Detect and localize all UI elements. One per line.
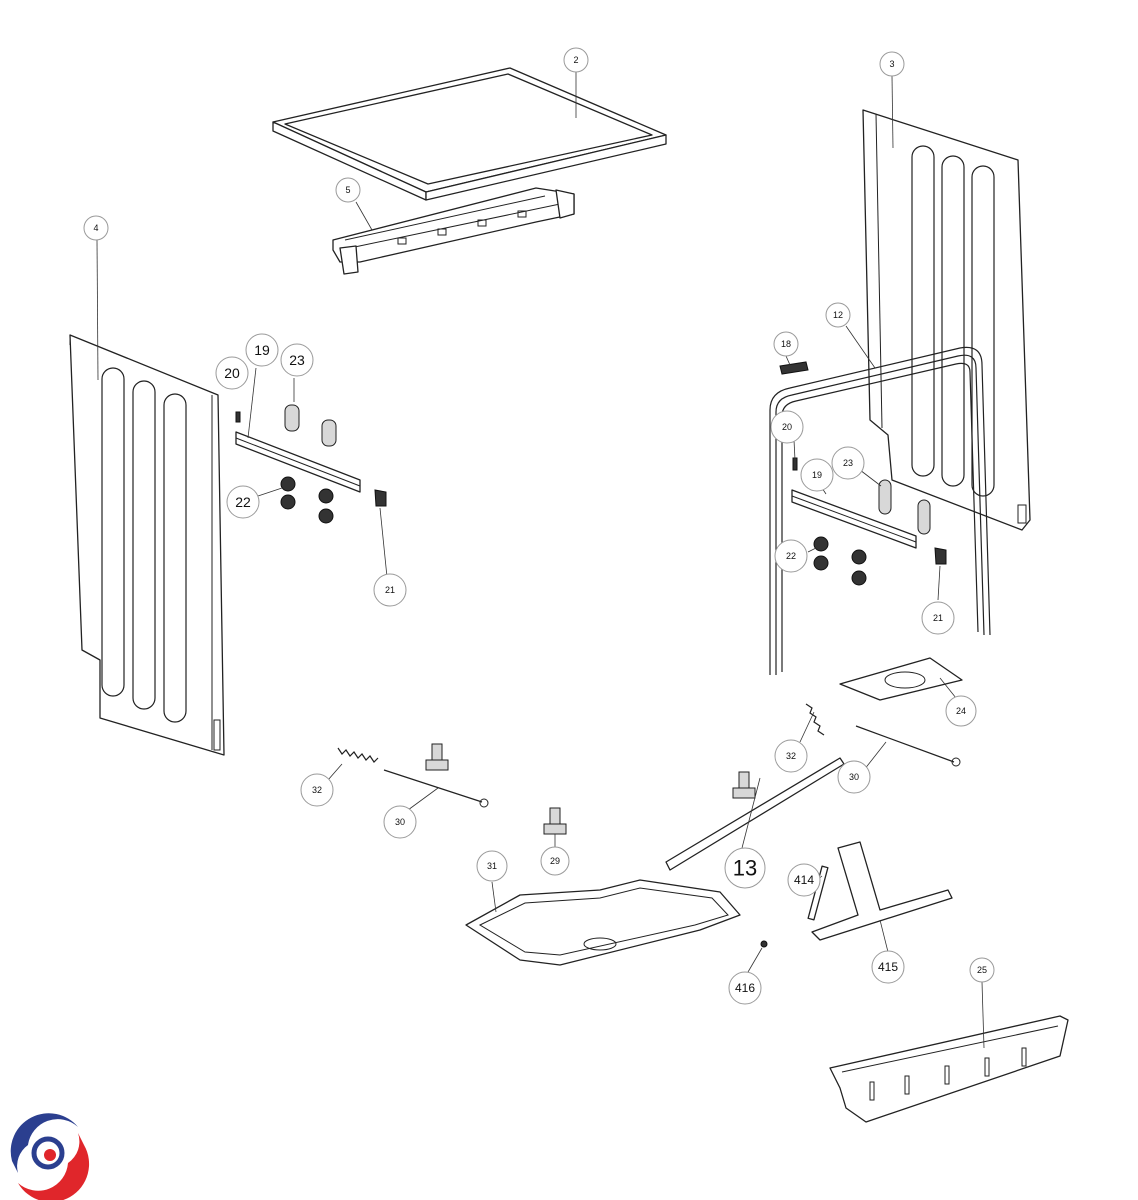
callout-23-right: 23 (831, 446, 865, 480)
svg-text:19: 19 (254, 342, 270, 358)
callout-22-right: 22 (774, 539, 808, 573)
part-foot-2 (543, 807, 567, 835)
svg-text:19: 19 (812, 470, 822, 480)
part-spring-left (337, 747, 379, 763)
callout-414: 414 (787, 863, 821, 897)
svg-text:20: 20 (224, 365, 240, 381)
callout-20-left: 20 (215, 356, 249, 390)
part-stand-415 (811, 841, 953, 941)
part-base-tray (465, 879, 741, 966)
callout-24: 24 (945, 695, 977, 727)
callout-19-right: 19 (800, 458, 834, 492)
callout-30-left: 30 (383, 805, 417, 839)
callout-23-left: 23 (280, 343, 314, 377)
part-top-panel (272, 67, 667, 201)
part-latch-plates-left (284, 404, 337, 447)
part-bracket-plate (839, 657, 963, 701)
part-hinge-bar-left (235, 431, 361, 493)
callout-19-left: 19 (245, 333, 279, 367)
callout-2: 2 (563, 47, 589, 73)
svg-text:24: 24 (956, 706, 966, 716)
callout-415: 415 (871, 950, 905, 984)
part-rollers-right (813, 536, 867, 586)
svg-text:2: 2 (573, 55, 578, 65)
svg-text:30: 30 (395, 817, 405, 827)
callout-13: 13 (724, 847, 766, 889)
part-hinge-bar-right (791, 489, 917, 549)
callout-29: 29 (540, 846, 570, 876)
brand-logo (10, 1113, 90, 1200)
part-left-side-panel (69, 334, 225, 756)
callout-25: 25 (969, 957, 995, 983)
svg-text:21: 21 (385, 585, 395, 595)
part-pin-414 (807, 865, 829, 921)
svg-text:25: 25 (977, 965, 987, 975)
svg-text:32: 32 (312, 785, 322, 795)
part-rod-left (383, 769, 489, 808)
part-foot-3 (732, 771, 756, 799)
callout-20-right: 20 (770, 410, 804, 444)
leader-lines (96, 72, 985, 1049)
svg-text:23: 23 (289, 352, 305, 368)
part-latch-plates-right (878, 479, 931, 535)
svg-text:4: 4 (93, 223, 98, 233)
callout-21-right: 21 (921, 601, 955, 635)
svg-text:3: 3 (889, 59, 894, 69)
callout-18: 18 (773, 331, 799, 357)
svg-text:5: 5 (345, 185, 350, 195)
callout-12: 12 (825, 302, 851, 328)
callout-31: 31 (476, 850, 508, 882)
part-pin-left (235, 411, 241, 423)
callout-5: 5 (335, 177, 361, 203)
svg-text:22: 22 (786, 551, 796, 561)
callout-21-left: 21 (373, 573, 407, 607)
callout-32-left: 32 (300, 773, 334, 807)
logo-center-ring (31, 1136, 65, 1170)
callout-32-right: 32 (774, 739, 808, 773)
svg-text:32: 32 (786, 751, 796, 761)
callout-22-left: 22 (226, 485, 260, 519)
svg-text:30: 30 (849, 772, 859, 782)
callout-30-right: 30 (837, 760, 871, 794)
part-foot-1 (425, 743, 449, 771)
svg-text:416: 416 (735, 981, 755, 995)
svg-text:12: 12 (833, 310, 843, 320)
part-rod-right (855, 725, 961, 767)
svg-text:414: 414 (794, 873, 814, 887)
part-clip (779, 361, 809, 375)
logo-blue-swirl (10, 1113, 78, 1173)
part-stop-left (374, 489, 387, 507)
svg-text:20: 20 (782, 422, 792, 432)
callout-416: 416 (728, 971, 762, 1005)
svg-text:22: 22 (235, 494, 251, 510)
part-top-rail (332, 187, 575, 275)
svg-text:18: 18 (781, 339, 791, 349)
part-nut-416 (760, 940, 768, 948)
svg-text:29: 29 (550, 856, 560, 866)
svg-text:415: 415 (878, 960, 898, 974)
callout-3: 3 (879, 51, 905, 77)
part-spring-right (805, 703, 825, 736)
svg-text:21: 21 (933, 613, 943, 623)
part-right-side-panel (862, 109, 1031, 531)
logo-red-swirl (18, 1133, 90, 1200)
part-rear-rail (829, 1015, 1069, 1123)
svg-text:13: 13 (733, 856, 757, 881)
svg-text:23: 23 (843, 458, 853, 468)
part-stop-right (934, 547, 947, 565)
callout-4: 4 (83, 215, 109, 241)
part-rollers-left (280, 476, 334, 524)
svg-text:31: 31 (487, 861, 497, 871)
